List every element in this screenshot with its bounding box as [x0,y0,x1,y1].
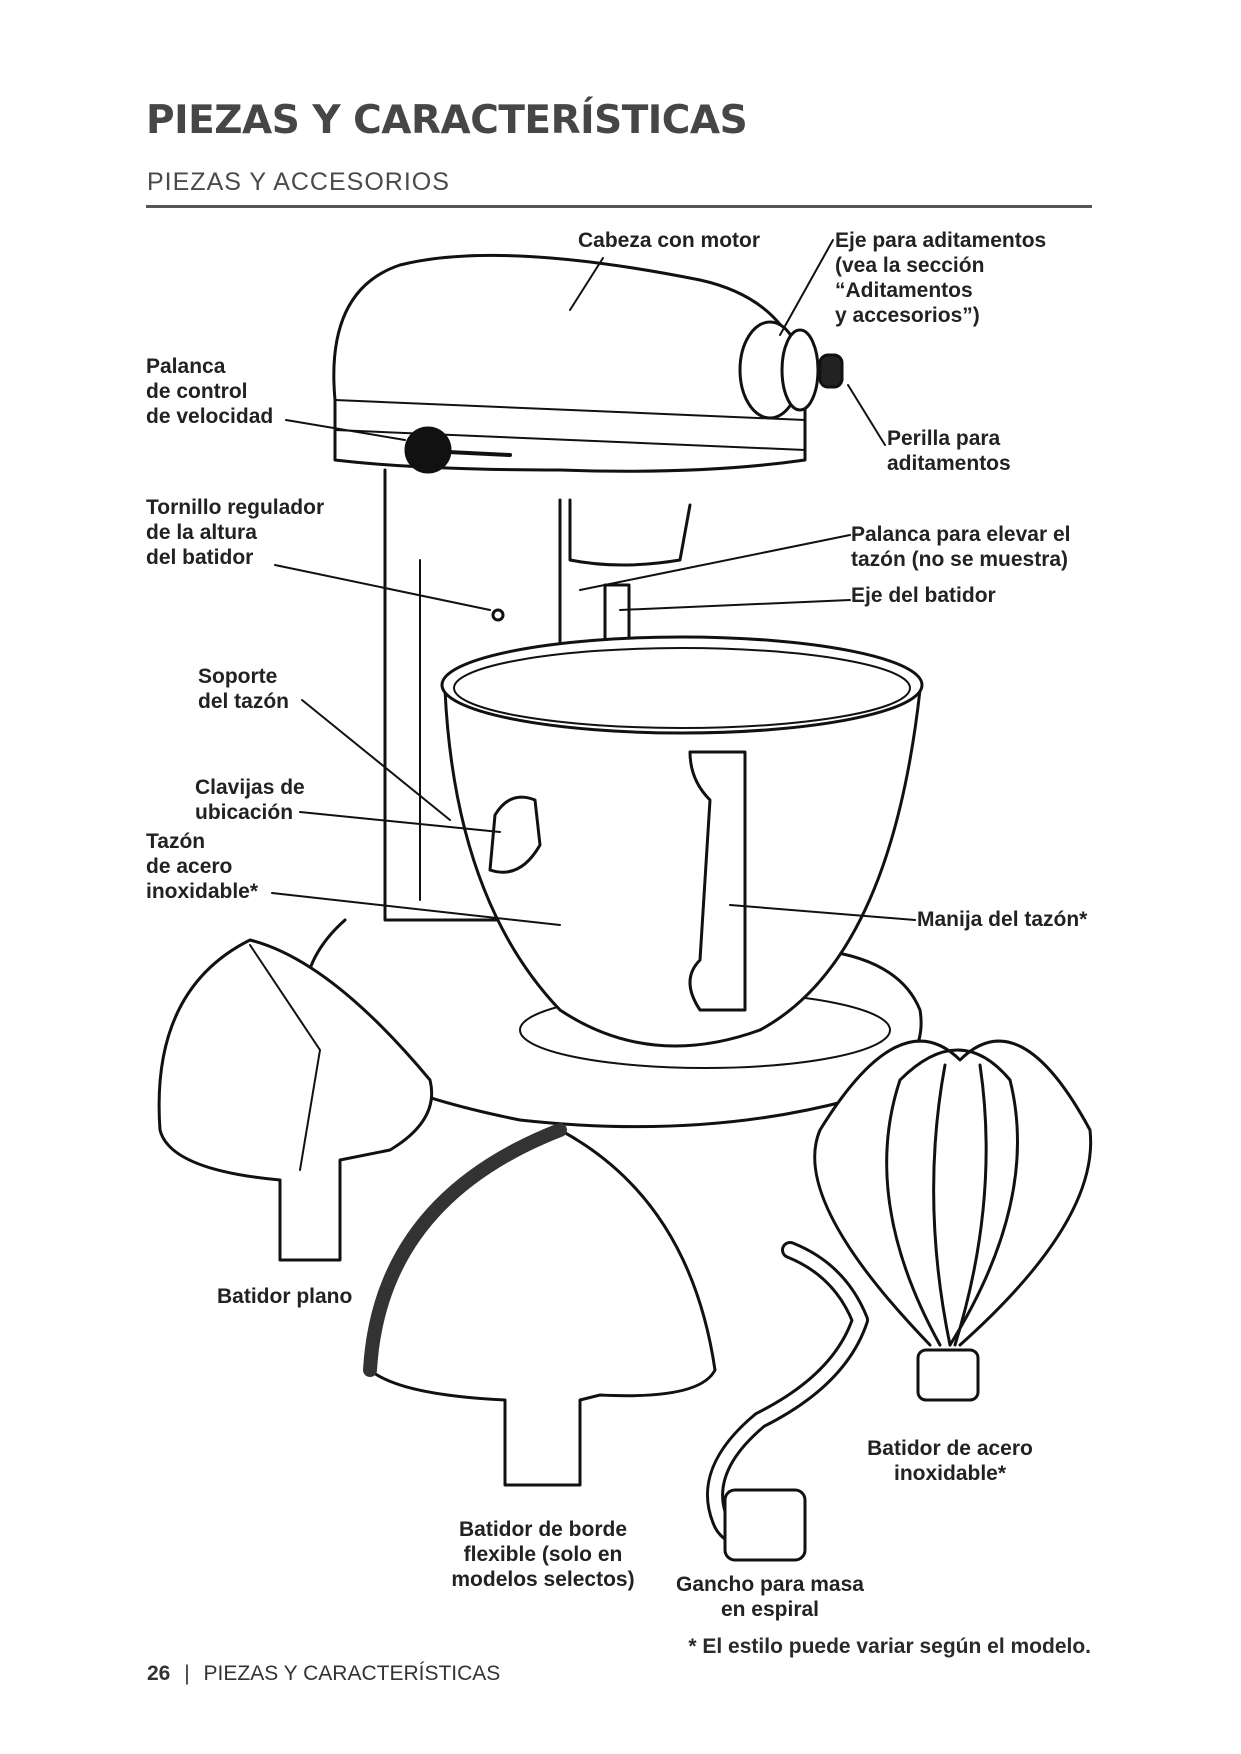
label-flat-beater: Batidor plano [217,1285,353,1308]
page-footer: 26 | PIEZAS Y CARACTERÍSTICAS [147,1662,500,1686]
footer-section: PIEZAS Y CARACTERÍSTICAS [203,1662,501,1685]
label-wire-whip: Batidor de acero inoxidable* [867,1437,1033,1485]
label-bowl-lift-lever: Palanca para elevar el tazón (no se mues… [851,523,1071,571]
footnote: * El estilo puede variar según el modelo… [688,1635,1091,1658]
label-bowl-handle: Manija del tazón* [917,908,1088,931]
label-height-screw: Tornillo regulador de la altura del bati… [146,496,325,569]
section-subtitle: PIEZAS Y ACCESORIOS [147,168,450,196]
label-speed-lever: Palanca de control de velocidad [146,355,274,428]
dough-hook [706,1241,869,1562]
page-title: PIEZAS Y CARACTERÍSTICAS [146,98,748,143]
label-attachment-hub: Eje para aditamentos (vea la sección “Ad… [835,229,1047,327]
bowl [443,688,922,1048]
label-dough-hook: Gancho para masa en espiral [676,1573,864,1621]
bowl-handle [688,750,747,1012]
footer-separator: | [184,1662,190,1685]
divider [146,205,1092,208]
wire-whip [813,1039,1093,1402]
label-beater-shaft: Eje del batidor [851,584,996,607]
label-bowl: Tazón de acero inoxidable* [146,830,259,903]
flat-beater [157,938,434,1262]
page-number: 26 [147,1662,171,1685]
label-locating-pins: Clavijas de ubicación [195,776,305,824]
leader-lines [271,239,916,926]
label-flex-beater: Batidor de borde flexible (solo en model… [451,1518,635,1591]
attachment-knob [818,353,844,389]
label-motor-head: Cabeza con motor [578,229,761,252]
speed-lever [404,426,452,474]
beater-shaft [603,583,631,642]
flex-beater [368,1128,717,1487]
motor-head [332,253,807,473]
bowl-support [488,795,542,874]
label-attachment-knob: Perilla para aditamentos [887,427,1011,475]
label-bowl-support: Soporte del tazón [198,665,290,713]
